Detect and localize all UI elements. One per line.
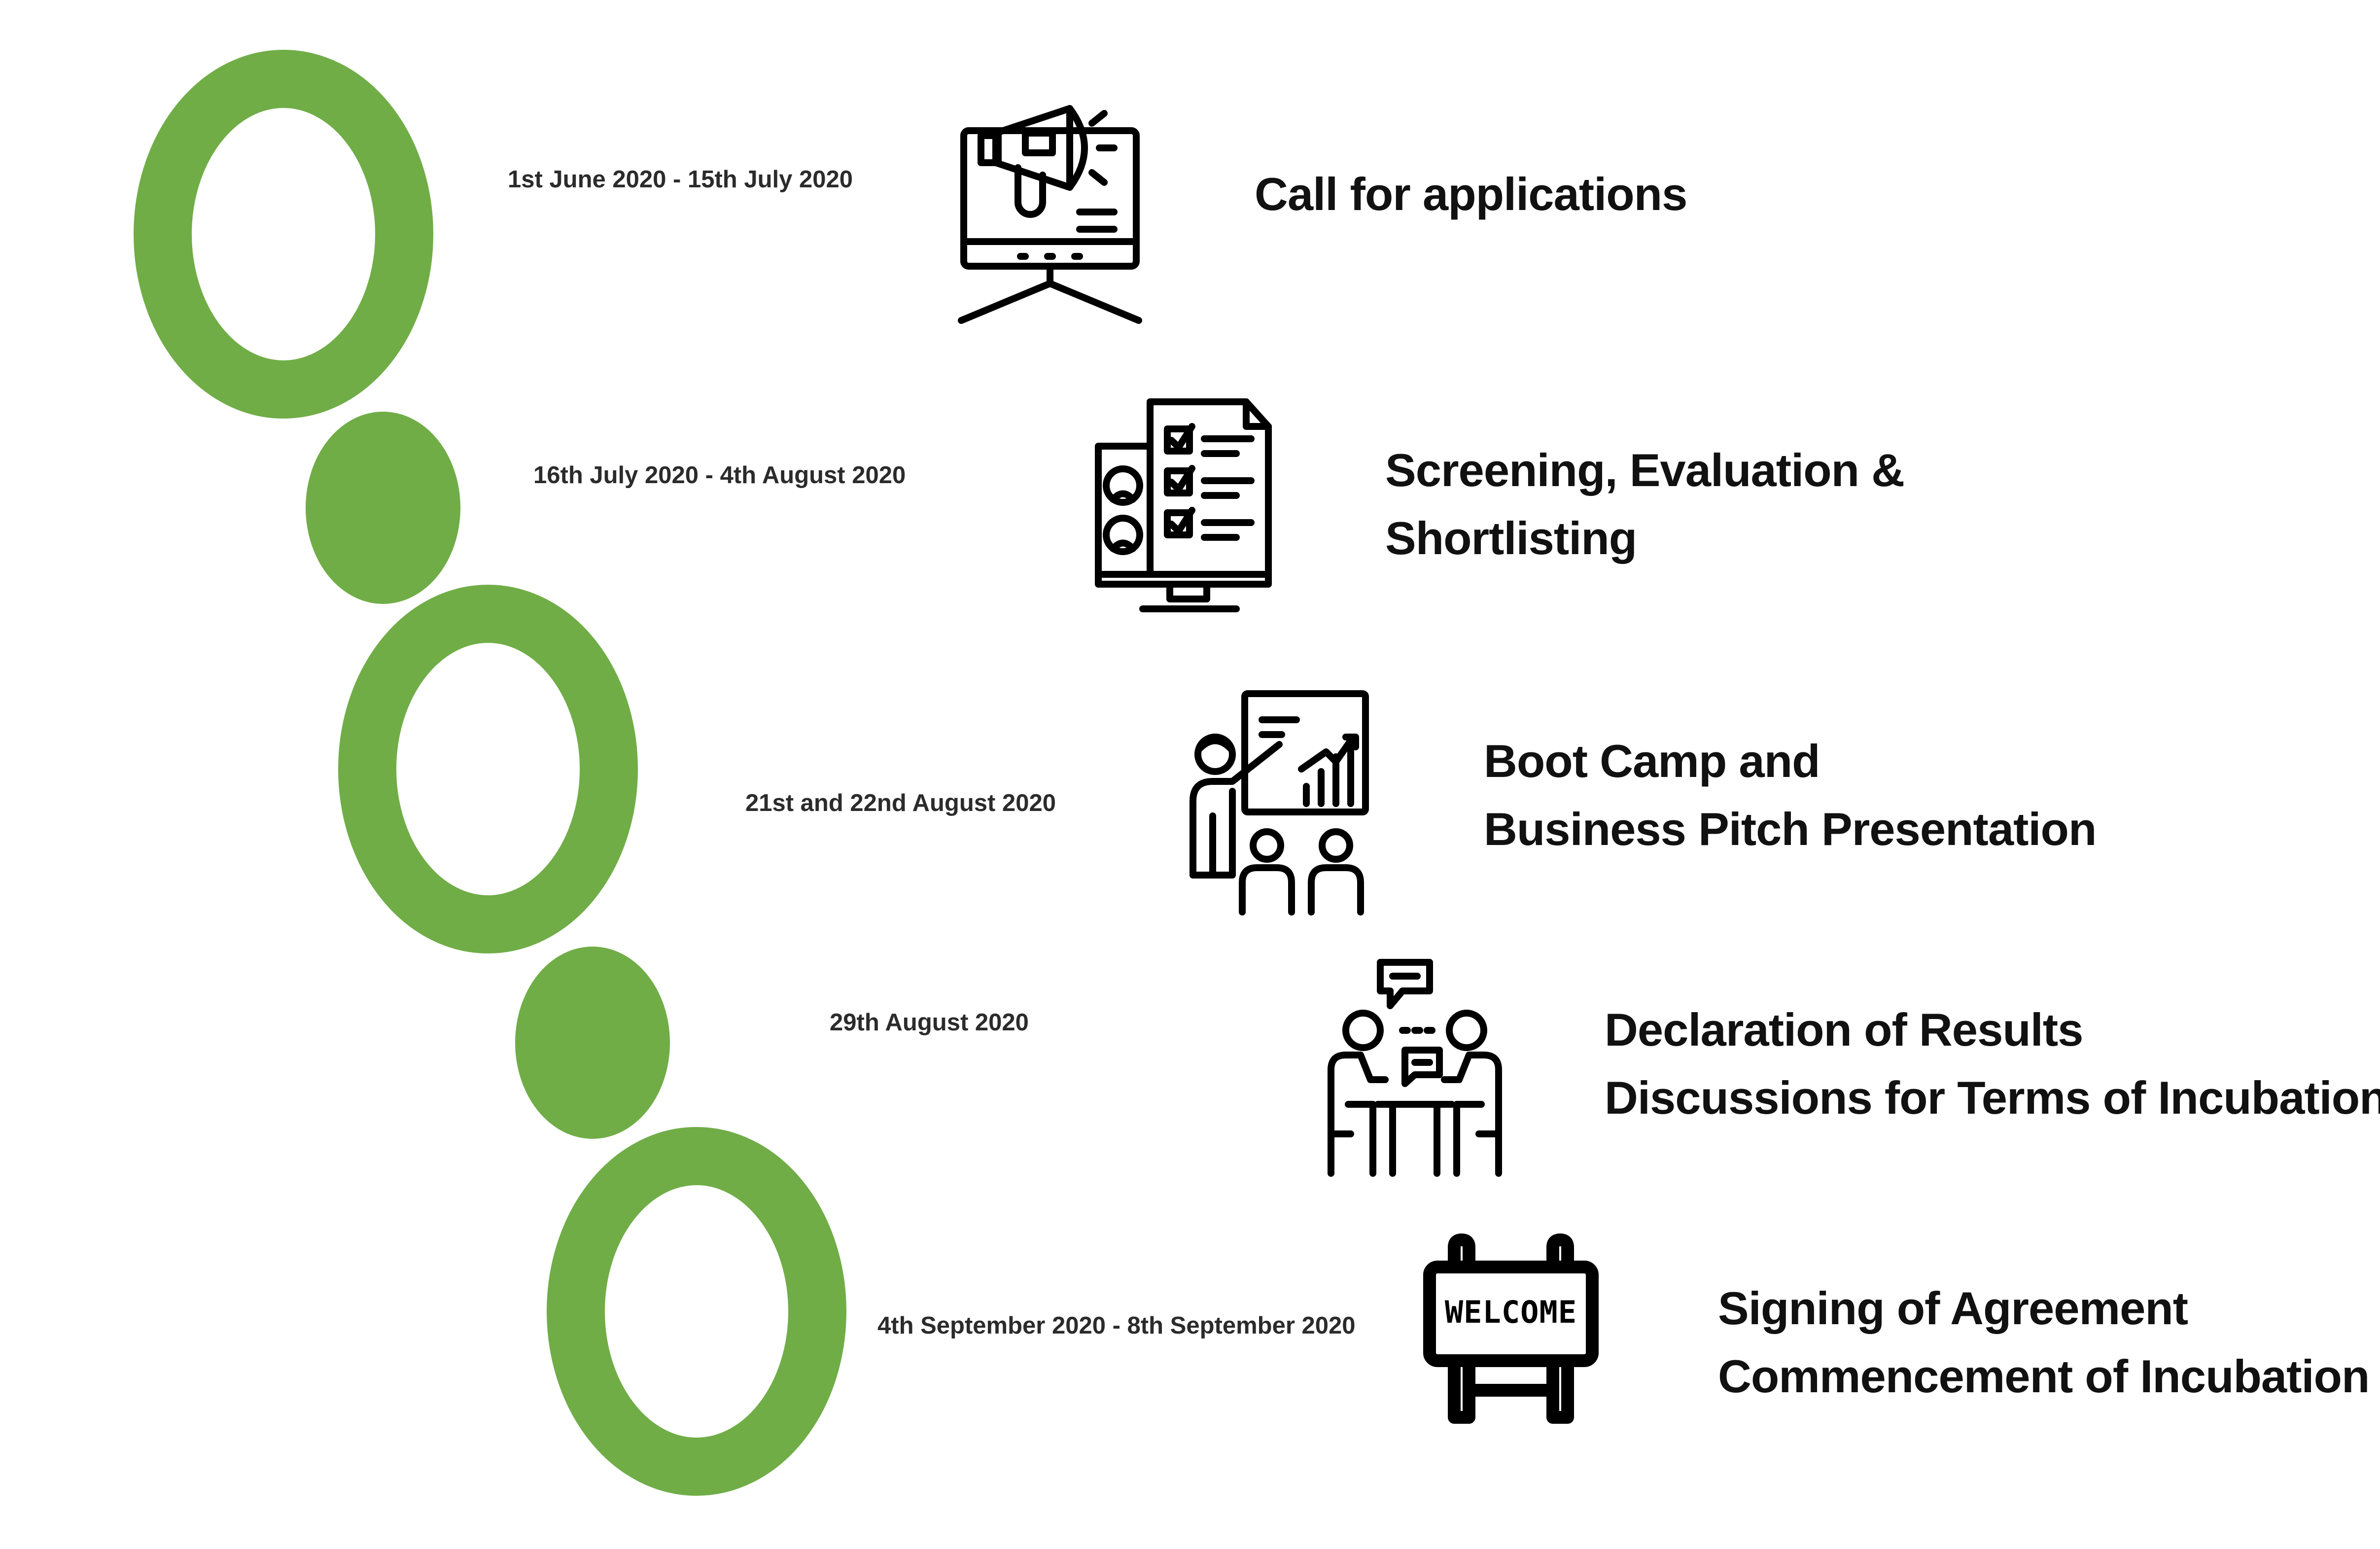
- step-1-title: Call for applications: [1255, 160, 1687, 228]
- checklist-monitor-icon: [1088, 392, 1278, 616]
- step-4-title-line-1: Declaration of Results: [1605, 1004, 2083, 1056]
- step-4-title: Declaration of Results Discussions for T…: [1605, 996, 2380, 1132]
- timeline-ring-3: [546, 1127, 847, 1496]
- step-5-title-line-1: Signing of Agreement: [1718, 1282, 2188, 1334]
- step-5-title: Signing of Agreement Commencement of Inc…: [1718, 1274, 2370, 1410]
- timeline-ring-1: [133, 49, 434, 419]
- timeline-ring-2: [338, 584, 638, 954]
- timeline-dot-2: [515, 947, 670, 1139]
- step-5-title-line-2: Commencement of Incubation: [1718, 1350, 2370, 1402]
- step-1-date: 1st June 2020 - 15th July 2020: [508, 166, 853, 193]
- timeline-dot-1: [306, 412, 461, 604]
- step-3-date: 21st and 22nd August 2020: [745, 790, 1056, 816]
- step-1-title-line-1: Call for applications: [1255, 168, 1687, 220]
- step-3-title: Boot Camp and Business Pitch Presentatio…: [1484, 727, 2097, 863]
- megaphone-monitor-icon: [951, 89, 1149, 325]
- step-3-title-line-1: Boot Camp and: [1484, 735, 1820, 787]
- step-5-date: 4th September 2020 - 8th September 2020: [877, 1312, 1356, 1339]
- step-2-title-line-2: Shortlisting: [1385, 512, 1637, 564]
- step-3-title-line-2: Business Pitch Presentation: [1484, 803, 2097, 855]
- step-4-title-line-2: Discussions for Terms of Incubation: [1605, 1072, 2380, 1124]
- step-4-date: 29th August 2020: [830, 1009, 1029, 1036]
- presentation-icon: [1183, 688, 1370, 919]
- step-2-date: 16th July 2020 - 4th August 2020: [533, 462, 906, 489]
- step-2-title-line-1: Screening, Evaluation &: [1385, 444, 1905, 496]
- meeting-icon: [1321, 956, 1508, 1183]
- welcome-sign-icon: WELCOME: [1420, 1232, 1602, 1430]
- welcome-sign-text: WELCOME: [1445, 1294, 1577, 1330]
- step-2-title: Screening, Evaluation & Shortlisting: [1385, 436, 1905, 572]
